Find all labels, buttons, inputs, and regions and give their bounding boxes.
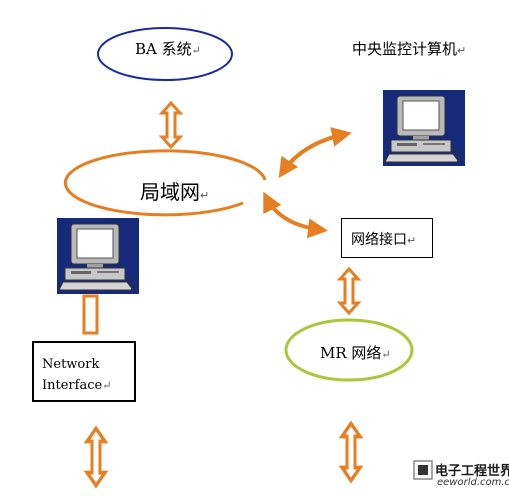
watermark-site: eeworld.com.cn [437,477,509,488]
port-mr-double-arrow-icon [338,267,360,315]
ni-bottom-double-arrow-icon [85,426,107,488]
lan-port-curved-arrow-icon [263,191,328,239]
lan-label: 局域网↵ [140,180,210,204]
mr-network-ellipse [284,318,414,382]
mr-bottom-double-arrow-icon [340,421,362,483]
network-port-box: 网络接口↵ [341,218,433,258]
ba-lan-double-arrow-icon [160,101,182,149]
central-computer-icon [382,89,466,167]
watermark-brand: 电子工程世界 [435,464,509,479]
ba-system-label: BA 系统↵ [135,40,201,58]
mr-network-label: MR 网络↵ [320,344,391,362]
computer-ni-link [82,294,99,335]
network-interface-label: Network Interface↵ [42,357,112,393]
lan-ellipse [63,149,267,217]
central-computer-label: 中央监控计算机↵ [352,40,467,58]
ba-system-ellipse [97,27,233,81]
workstation-computer-icon [56,217,140,295]
network-interface-box: Network Interface↵ [32,341,136,402]
watermark-logo [413,460,433,480]
lan-computer-curved-arrow-icon [278,127,352,178]
network-port-label: 网络接口↵ [351,232,417,248]
